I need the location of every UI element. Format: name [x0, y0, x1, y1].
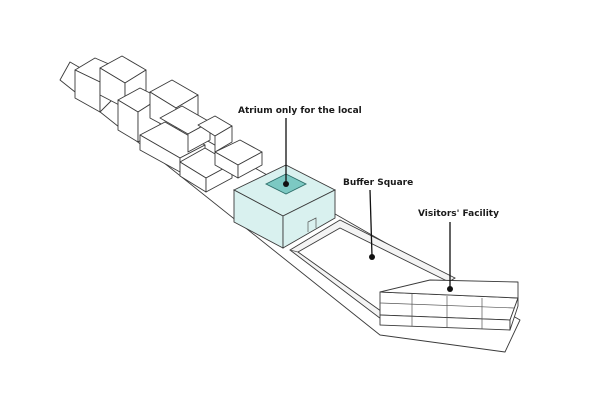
buffer-leader-line	[369, 189, 373, 257]
atrium-label: Atrium only for the local	[238, 106, 362, 116]
atrium-building	[233, 164, 336, 249]
atrium-leader-dot	[283, 181, 289, 187]
buffer-leader-dot	[369, 254, 375, 260]
visitors-facility-label: Visitors' Facility	[418, 209, 499, 219]
visitors-leader-dot	[447, 286, 453, 292]
visitors-facility-building	[379, 279, 519, 331]
existing-village-blocks	[74, 55, 263, 193]
buffer-square-label: Buffer Square	[343, 178, 413, 188]
atrium-building-right-face	[282, 189, 336, 249]
